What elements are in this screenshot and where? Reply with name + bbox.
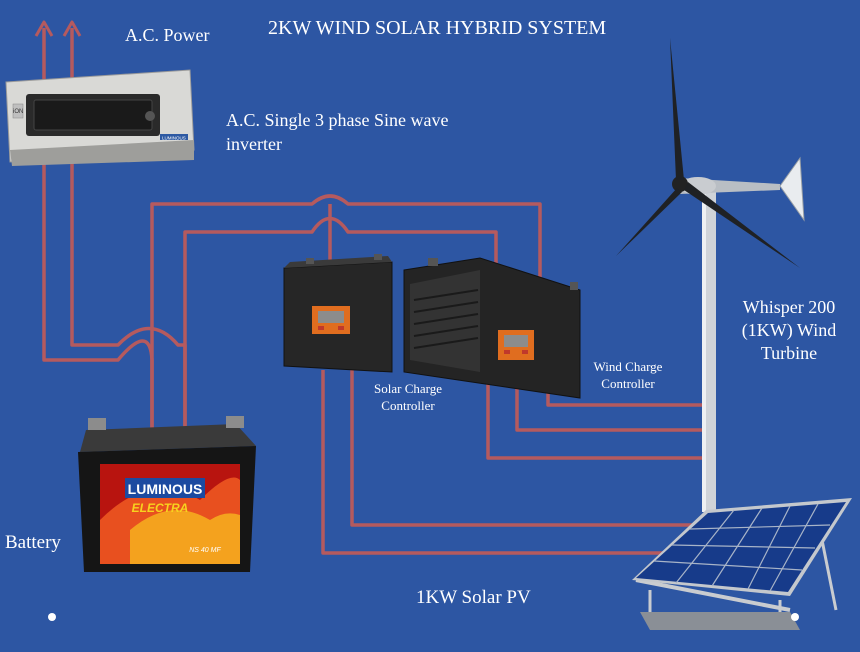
solar-pv-panel [632,498,852,630]
corner-dot-left [48,613,56,621]
inverter-model-text: iON [13,109,23,115]
ac-power-label: A.C. Power [125,25,210,45]
wind-turbine-wire-2 [515,370,710,432]
battery-label: Battery [5,532,61,553]
wind-turbine-wire-1 [486,370,710,460]
inverter-label: A.C. Single 3 phase Sine wave inverter [226,110,449,154]
solar-charge-controller-label: Solar Charge Controller [374,381,442,413]
solar-pv-label: 1KW Solar PV [416,587,531,608]
inverter-battery-wire-outer [42,160,154,430]
turbine-blade-up [670,38,684,180]
solar-charge-controller [283,254,393,373]
corner-dot-right [791,613,799,621]
battery-solar-controller-wire [150,194,542,430]
inverter: iON LUMINOUS [5,69,195,166]
ac-arrow-left [34,20,54,37]
turbine-blade-left [616,188,682,256]
turbine-blade-right [684,182,800,268]
battery: LUMINOUS ELECTRA NS 40 MF [78,416,256,572]
ac-arrow-right [62,20,82,37]
wind-turbine-label: Whisper 200 (1KW) Wind Turbine [741,297,837,363]
solar-pv-wire-inner [350,370,716,527]
battery-series-text: ELECTRA [132,501,189,515]
inverter-battery-wire-inner [70,160,187,430]
inverter-brand-text: LUMINOUS [162,136,186,141]
diagram-title: 2KW WIND SOLAR HYBRID SYSTEM [268,17,607,39]
turbine-tail-fin [779,156,805,222]
battery-model-text: NS 40 MF [189,547,221,554]
battery-brand-text: LUMINOUS [128,481,203,497]
solar-pv-wire-outer [321,370,716,555]
wind-charge-controller [403,257,581,399]
wind-turbine [616,38,805,512]
wind-charge-controller-label: Wind Charge Controller [593,359,663,391]
